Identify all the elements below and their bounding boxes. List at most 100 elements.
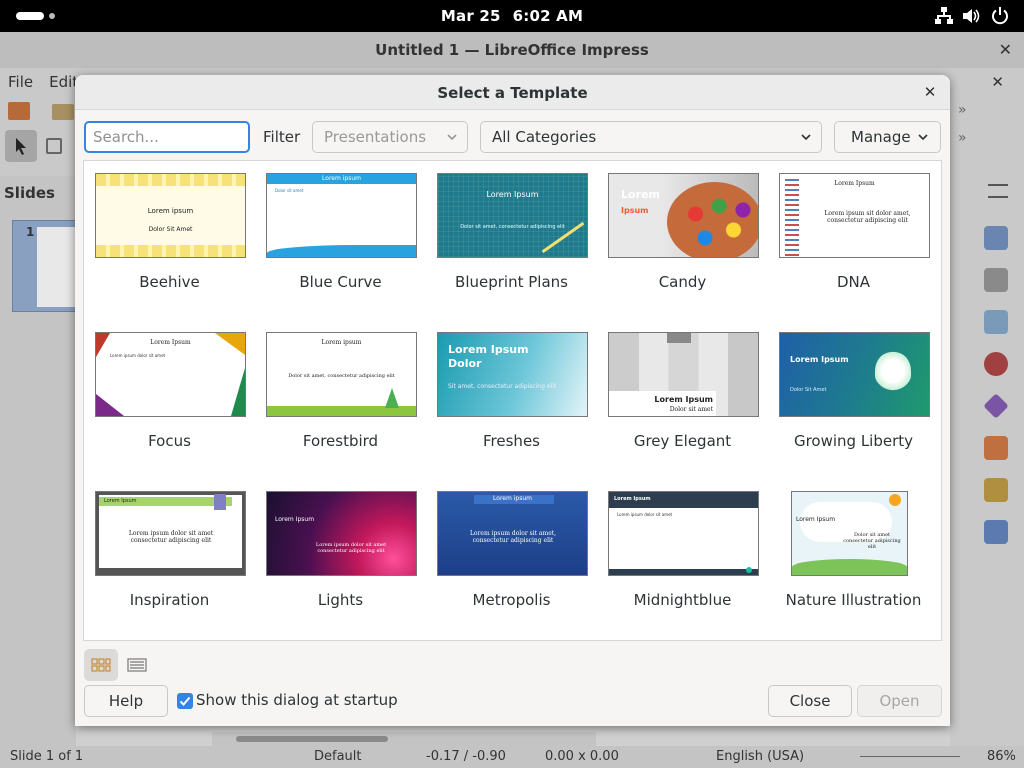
navigator-icon[interactable]	[984, 352, 1008, 376]
template-item-focus[interactable]: Lorem Ipsum Lorem ipsum dolor sit amet F…	[84, 320, 255, 479]
help-button[interactable]: Help	[84, 685, 168, 717]
template-item-metropolis[interactable]: Lorem ipsum Lorem ipsum dolor sit amet, …	[426, 479, 597, 638]
template-thumb-grey-elegant: Lorem Ipsum Dolor sit amet	[608, 332, 759, 417]
toolbar-overflow-icon[interactable]: »	[958, 102, 967, 118]
sidebar-deck	[950, 176, 1024, 746]
focus-corner	[96, 394, 124, 416]
list-view-icon	[127, 658, 147, 672]
inspiration-tab	[214, 494, 226, 510]
grey-block	[667, 333, 691, 343]
template-item-candy[interactable]: Lorem Ipsum Candy	[597, 161, 768, 320]
chevron-down-icon	[801, 134, 811, 141]
show-startup-label[interactable]: Show this dialog at startup	[196, 691, 398, 709]
template-item-freshes[interactable]: Lorem Ipsum Dolor Sit amet, consectetur …	[426, 320, 597, 479]
candy-bowl-graphic	[667, 182, 758, 257]
activities-indicator[interactable]	[16, 12, 44, 20]
template-item-forestbird[interactable]: Lorem ipsum Dolor sit amet, consectetur …	[255, 320, 426, 479]
dialog-close-icon[interactable]: ✕	[923, 83, 937, 101]
animation-icon[interactable]	[984, 478, 1008, 502]
power-icon[interactable]	[990, 6, 1010, 26]
volume-icon[interactable]	[961, 6, 981, 26]
tree-graphic	[385, 388, 399, 408]
template-name: Midnightblue	[633, 591, 732, 609]
template-thumb-growing-liberty: Lorem Ipsum Dolor Sit Amet	[779, 332, 930, 417]
gallery-icon[interactable]	[984, 310, 1008, 334]
template-item-inspiration[interactable]: Lorem Ipsum Lorem ipsum dolor sit amet c…	[84, 479, 255, 638]
template-name: Freshes	[483, 432, 540, 450]
clock-time: 6:02 AM	[512, 7, 584, 25]
thumb-subtitle: Lorem ipsum dolor sit amet	[617, 512, 673, 517]
template-grid: Lorem ipsum Dolor Sit Amet Beehive Lorem…	[83, 160, 942, 641]
zoom-slider[interactable]	[860, 756, 960, 757]
list-view-button[interactable]	[120, 649, 154, 681]
template-item-growing-liberty[interactable]: Lorem Ipsum Dolor Sit Amet Growing Liber…	[768, 320, 939, 479]
clock-date: Mar 25	[440, 7, 501, 25]
close-button[interactable]: Close	[768, 685, 852, 717]
icon-view-button[interactable]	[84, 649, 118, 681]
blue-curve-header	[267, 174, 416, 184]
system-top-bar: Mar 25 6:02 AM	[0, 0, 1024, 32]
template-item-dna[interactable]: Lorem Ipsum Lorem ipsum sit dolor amet, …	[768, 161, 939, 320]
thumb-title: Lorem Ipsum	[150, 339, 191, 346]
thumb-title: Lorem ipsum	[321, 339, 362, 346]
slide-layout-icon[interactable]	[8, 102, 30, 120]
thumb-title: Lorem Ipsum	[486, 190, 539, 199]
beehive-pattern	[96, 245, 245, 257]
select-template-dialog: Select a Template ✕ Filter Presentations…	[75, 75, 950, 726]
template-item-blueprint-plans[interactable]: Lorem Ipsum Dolor sit amet, consectetur …	[426, 161, 597, 320]
status-layout[interactable]: Default	[314, 749, 362, 764]
thumb-subtitle: Lorem ipsum dolor sit amet	[110, 353, 166, 358]
menu-file[interactable]: File	[8, 73, 34, 91]
thumb-subtitle: Dolor Sit Amet	[148, 226, 193, 233]
search-input[interactable]	[84, 121, 250, 153]
toolbar2-overflow-icon[interactable]: »	[958, 130, 967, 146]
template-item-blue-curve[interactable]: Lorem ipsum Dolor sit amet Blue Curve	[255, 161, 426, 320]
midnightblue-footer	[609, 569, 758, 575]
filter-type-combo[interactable]: Presentations	[312, 121, 468, 153]
thumb-title: Lorem Ipsum	[275, 516, 315, 523]
workspace-dot	[49, 13, 55, 19]
blue-curve-footer	[267, 245, 416, 257]
slide-transition-icon[interactable]	[984, 436, 1008, 460]
show-startup-checkbox[interactable]	[177, 693, 193, 709]
template-name: Metropolis	[472, 591, 551, 609]
sidebar-menu-icon[interactable]	[988, 184, 1008, 198]
category-combo[interactable]: All Categories	[480, 121, 822, 153]
template-thumb-metropolis: Lorem ipsum Lorem ipsum dolor sit amet, …	[437, 491, 588, 576]
horizontal-scrollbar[interactable]	[212, 732, 596, 746]
zoom-pan-icon[interactable]	[46, 138, 62, 154]
thumb-subtitle: Dolor sit amet	[275, 188, 304, 193]
window-title: Untitled 1 — LibreOffice Impress	[375, 41, 649, 59]
template-thumb-dna: Lorem Ipsum Lorem ipsum sit dolor amet, …	[779, 173, 930, 258]
thumb-title: Lorem Ipsum	[834, 180, 875, 187]
slide-thumbnail[interactable]: 1	[12, 220, 77, 312]
styles-icon[interactable]	[984, 268, 1008, 292]
open-folder-icon[interactable]	[52, 104, 74, 120]
master-slides-icon[interactable]	[984, 520, 1008, 544]
template-item-nature-illustration[interactable]: Lorem Ipsum Dolor sit amet consectetur a…	[768, 479, 939, 638]
open-button[interactable]: Open	[857, 685, 942, 717]
chevron-down-icon	[447, 134, 457, 141]
manage-button[interactable]: Manage	[834, 121, 941, 153]
properties-icon[interactable]	[984, 226, 1008, 250]
template-item-grey-elegant[interactable]: Lorem Ipsum Dolor sit amet Grey Elegant	[597, 320, 768, 479]
template-item-midnightblue[interactable]: Lorem Ipsum Lorem ipsum dolor sit amet M…	[597, 479, 768, 638]
window-close-icon[interactable]: ✕	[998, 40, 1012, 59]
window-titlebar: Untitled 1 — LibreOffice Impress ✕	[0, 32, 1024, 68]
document-close-icon[interactable]: ✕	[991, 73, 1004, 91]
status-zoom[interactable]: 86%	[987, 749, 1016, 764]
template-item-beehive[interactable]: Lorem ipsum Dolor Sit Amet Beehive	[84, 161, 255, 320]
select-tool-icon[interactable]	[5, 130, 37, 162]
flower-graphic	[875, 351, 911, 391]
system-clock[interactable]: Mar 25 6:02 AM	[0, 7, 1024, 25]
thumb-title: Lorem Ipsum	[654, 395, 713, 404]
manage-label: Manage	[851, 128, 911, 146]
filter-label: Filter	[263, 128, 301, 146]
network-icon[interactable]	[934, 6, 954, 26]
template-item-lights[interactable]: Lorem Ipsum Lorem ipsum dolor sit amet c…	[255, 479, 426, 638]
thumb-title: Lorem Ipsum	[104, 498, 137, 504]
status-position: -0.17 / -0.90	[426, 749, 506, 764]
scrollbar-thumb[interactable]	[236, 736, 388, 742]
status-language[interactable]: English (USA)	[716, 749, 805, 764]
menu-edit[interactable]: Edit	[49, 73, 79, 91]
